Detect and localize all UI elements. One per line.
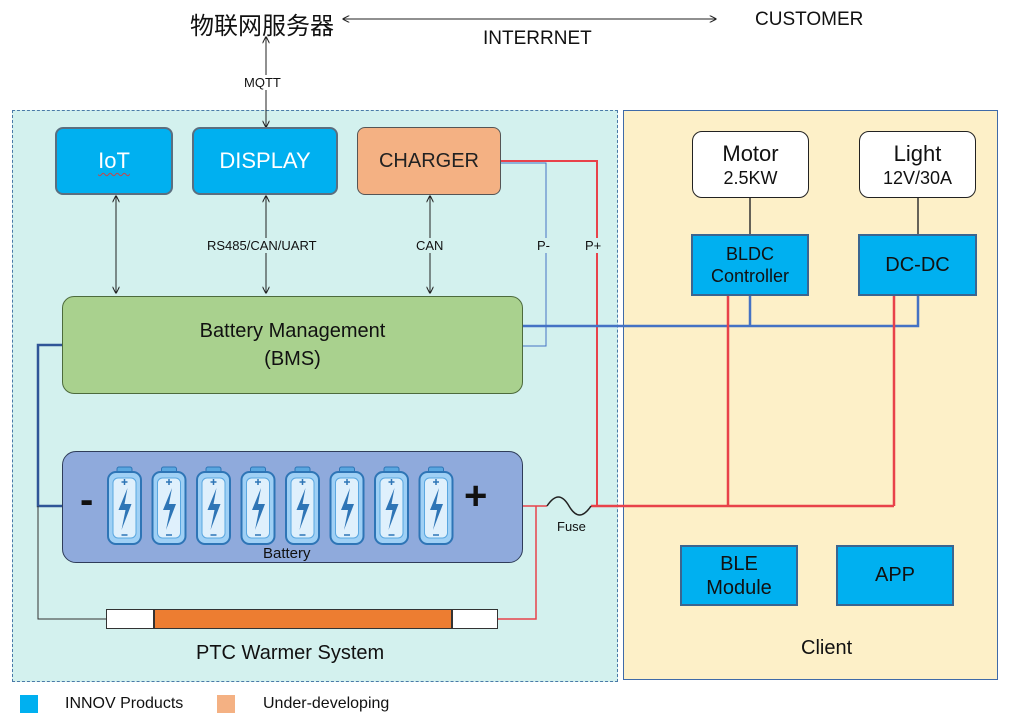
- charger-module-label: CHARGER: [378, 149, 479, 172]
- mqtt-label: MQTT: [243, 75, 282, 90]
- iot-module[interactable]: IoT: [55, 127, 173, 195]
- motor-box[interactable]: Motor 2.5KW: [692, 131, 809, 198]
- display-module-label: DISPLAY: [219, 148, 311, 173]
- fuse-label: Fuse: [557, 519, 586, 534]
- light-box[interactable]: Light 12V/30A: [859, 131, 976, 198]
- motor-spec: 2.5KW: [723, 168, 778, 188]
- p-plus-label: P+: [585, 238, 602, 253]
- battery-negative-terminal: -: [80, 478, 94, 522]
- legend-developing-label: Under-developing: [263, 695, 390, 712]
- ble-module[interactable]: BLE Module: [680, 545, 798, 606]
- display-module[interactable]: DISPLAY: [192, 127, 338, 195]
- legend-innov-swatch: [20, 695, 38, 713]
- legend-innov-label: INNOV Products: [65, 695, 184, 712]
- legend-developing-swatch: [217, 695, 235, 713]
- battery-cell-icon: [329, 466, 365, 545]
- battery-cell-icon: [418, 466, 454, 545]
- dcdc-label: DC-DC: [885, 253, 950, 276]
- charger-p-plus-wire: [500, 160, 598, 506]
- ptc-terminal-left: [106, 609, 154, 629]
- motor-title: Motor: [722, 140, 779, 166]
- light-title: Light: [893, 140, 942, 166]
- ble-title: BLE: [720, 552, 758, 575]
- customer-label: CUSTOMER: [755, 9, 864, 30]
- app-label: APP: [874, 564, 916, 586]
- ble-subtitle: Module: [706, 576, 772, 599]
- battery-cell-icon: [196, 466, 231, 545]
- bms-module[interactable]: Battery Management (BMS): [62, 296, 523, 394]
- battery-cell-icon: [285, 466, 320, 545]
- battery-positive-terminal: +: [464, 474, 488, 518]
- ptc-terminal-right: [452, 609, 498, 629]
- ptc-negative-wire: [37, 506, 106, 620]
- charger-link-label: CAN: [416, 238, 444, 253]
- battery-cell-icon: [374, 466, 409, 545]
- dcdc-converter[interactable]: DC-DC: [858, 234, 977, 296]
- bms-battery-negative-wire: [36, 343, 62, 508]
- ptc-positive-wire: [498, 506, 537, 620]
- negative-bus-wire: [522, 296, 920, 328]
- iot-module-label: IoT: [98, 148, 130, 173]
- bldc-subtitle: Controller: [710, 266, 790, 286]
- battery-cell-icon: [107, 466, 142, 545]
- client-panel-title: Client: [801, 637, 853, 659]
- ptc-panel-title: PTC Warmer System: [196, 642, 385, 664]
- display-link-label: RS485/CAN/UART: [207, 238, 317, 253]
- light-spec: 12V/30A: [882, 168, 953, 188]
- bldc-title: BLDC: [725, 243, 774, 264]
- p-minus-label: P-: [537, 238, 550, 253]
- ptc-heater-element: [154, 609, 452, 629]
- iot-server-label: 物联网服务器: [190, 12, 334, 40]
- bms-abbrev: (BMS): [264, 348, 321, 370]
- battery-cell-icon: [240, 466, 276, 545]
- charger-module[interactable]: CHARGER: [357, 127, 501, 195]
- battery-cell-icon: [151, 466, 187, 545]
- charger-p-minus-wire: [500, 162, 547, 347]
- battery-label: Battery: [263, 545, 311, 562]
- fuse-symbol: [546, 496, 592, 516]
- app-module[interactable]: APP: [836, 545, 954, 606]
- bldc-controller[interactable]: BLDC Controller: [691, 234, 809, 296]
- bms-label: Battery Management: [199, 320, 386, 342]
- internet-label: INTERRNET: [483, 28, 592, 49]
